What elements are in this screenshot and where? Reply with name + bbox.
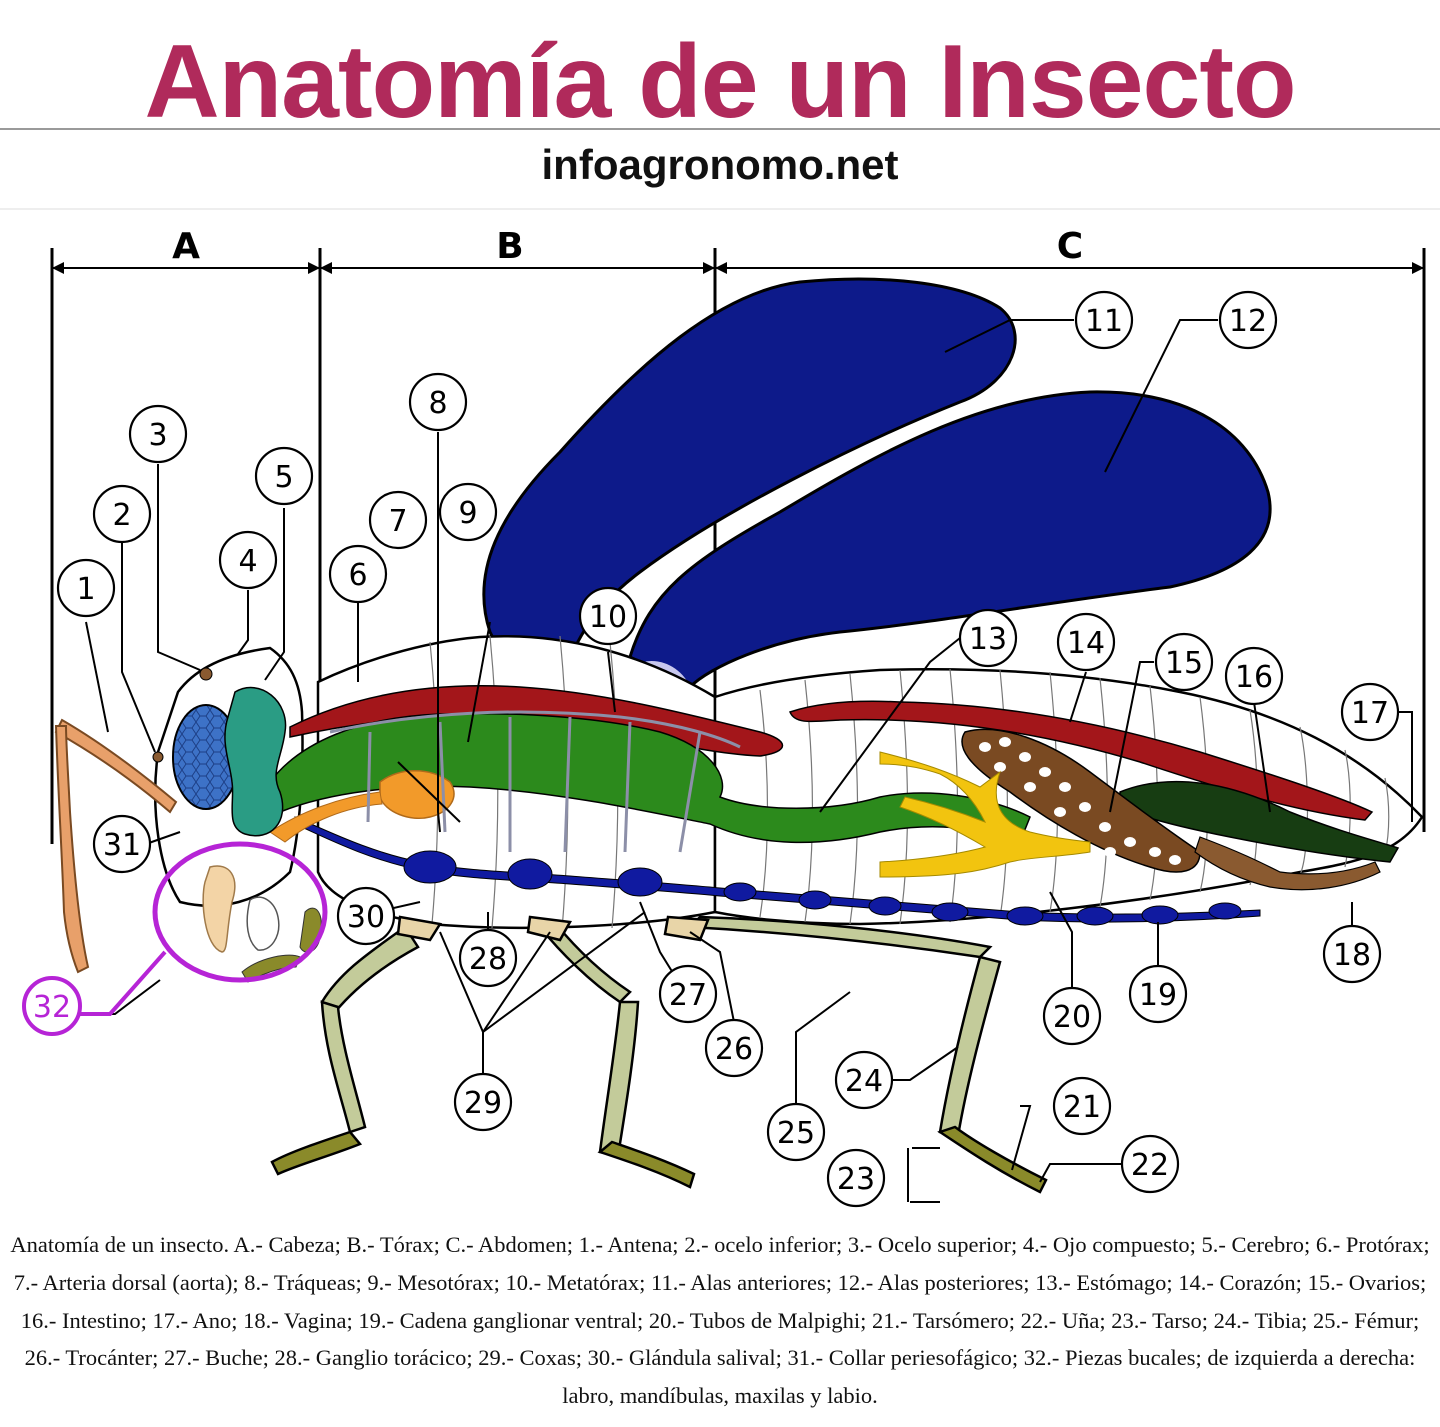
label-1: 1 bbox=[76, 572, 95, 607]
section-label-b: B bbox=[496, 226, 523, 267]
label-31: 31 bbox=[103, 828, 141, 863]
insect-anatomy-diagram: A B C bbox=[22, 226, 1426, 1208]
label-21: 21 bbox=[1063, 1090, 1101, 1125]
label-30: 30 bbox=[347, 900, 385, 935]
lower-ocellus bbox=[152, 751, 164, 763]
page-title: Anatomía de un Insecto bbox=[144, 24, 1296, 140]
malpighian-tubules bbox=[879, 751, 1091, 878]
label-29: 29 bbox=[464, 1086, 502, 1121]
callout-markers bbox=[22, 290, 1400, 1208]
mouthparts bbox=[152, 841, 328, 983]
salivary-gland bbox=[379, 770, 455, 819]
label-16: 16 bbox=[1235, 660, 1273, 695]
label-32: 32 bbox=[33, 990, 71, 1025]
site-name: infoagronomo.net bbox=[541, 141, 899, 188]
label-27: 27 bbox=[669, 978, 707, 1013]
label-7: 7 bbox=[388, 504, 407, 539]
ovary bbox=[961, 728, 1201, 873]
label-8: 8 bbox=[428, 386, 447, 421]
label-24: 24 bbox=[845, 1064, 883, 1099]
label-22: 22 bbox=[1131, 1148, 1169, 1183]
label-18: 18 bbox=[1333, 938, 1371, 973]
label-10: 10 bbox=[589, 600, 627, 635]
label-12: 12 bbox=[1229, 304, 1267, 339]
callout-numbers: 1 2 3 4 5 6 7 8 9 10 11 12 13 14 15 16 1… bbox=[33, 304, 1389, 1197]
esophagus bbox=[269, 791, 383, 843]
oviduct bbox=[1194, 836, 1381, 891]
label-11: 11 bbox=[1085, 304, 1123, 339]
internal-organs bbox=[152, 667, 1400, 926]
antenna bbox=[54, 718, 178, 974]
label-17: 17 bbox=[1351, 696, 1389, 731]
label-20: 20 bbox=[1053, 1000, 1091, 1035]
heart bbox=[788, 700, 1374, 821]
forewing bbox=[482, 277, 1017, 662]
label-23: 23 bbox=[837, 1162, 875, 1197]
label-28: 28 bbox=[469, 942, 507, 977]
label-26: 26 bbox=[715, 1032, 753, 1067]
label-6: 6 bbox=[348, 558, 367, 593]
label-9: 9 bbox=[458, 496, 477, 531]
legs bbox=[270, 915, 1048, 1194]
hindwing bbox=[628, 390, 1272, 689]
label-2: 2 bbox=[112, 498, 131, 533]
subtitle-divider bbox=[0, 208, 1440, 210]
tracheae bbox=[329, 710, 741, 853]
upper-ocellus bbox=[199, 667, 213, 681]
label-5: 5 bbox=[274, 460, 293, 495]
label-19: 19 bbox=[1139, 978, 1177, 1013]
section-label-a: A bbox=[172, 226, 200, 267]
nerve-cord bbox=[294, 816, 1261, 923]
mouthparts-highlight-circle bbox=[152, 841, 328, 983]
brain bbox=[224, 686, 287, 837]
figure-caption: Anatomía de un insecto. A.- Cabeza; B.- … bbox=[10, 1232, 1430, 1409]
label-25: 25 bbox=[777, 1116, 815, 1151]
label-15: 15 bbox=[1165, 646, 1203, 681]
label-3: 3 bbox=[148, 418, 167, 453]
section-label-c: C bbox=[1057, 226, 1083, 267]
label-4: 4 bbox=[238, 544, 257, 579]
label-14: 14 bbox=[1067, 626, 1105, 661]
hindgut bbox=[1119, 780, 1400, 863]
title-divider bbox=[0, 128, 1440, 130]
label-13: 13 bbox=[969, 622, 1007, 657]
